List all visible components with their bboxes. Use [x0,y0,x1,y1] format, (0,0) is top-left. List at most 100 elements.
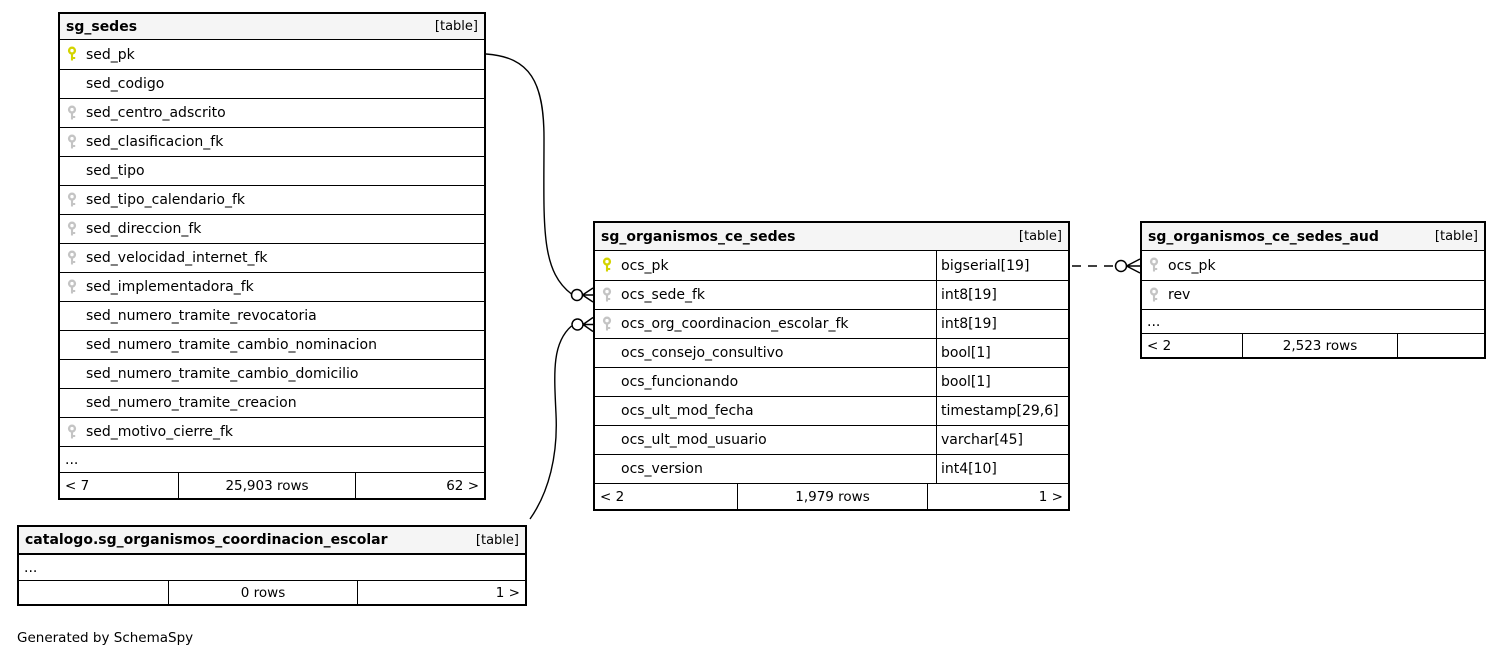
foreign-key-icon [64,133,86,151]
column-name: sed_velocidad_internet_fk [86,250,268,266]
column-name: rev [1168,287,1191,303]
column-name: ocs_version [621,461,703,477]
column-name: ocs_ult_mod_fecha [621,403,754,419]
foreign-key-icon [599,315,621,333]
foreign-key-icon [64,220,86,238]
footer-parents-count: 1 > [495,584,520,601]
column-name: sed_centro_adscrito [86,105,226,121]
column-name-cell: ocs_ult_mod_usuario [595,426,937,454]
foreign-key-icon [64,104,86,122]
table-node-sg-organismos-ce-sedes: sg_organismos_ce_sedes [table] ocs_pk bi… [593,221,1070,511]
column-name: ocs_pk [1168,257,1216,274]
table-title[interactable]: sg_sedes [66,18,138,35]
table-row: ocs_ult_mod_fecha timestamp[29,6] [595,396,1068,425]
column-name: ocs_consejo_consultivo [621,345,784,361]
column-name-cell: ocs_pk [595,251,937,280]
column-name-cell: ocs_funcionando [595,368,937,396]
relationship-line-coordinacion-escolar-to-ocs-fk [529,325,572,520]
foreign-key-icon [64,278,86,296]
table-row: sed_numero_tramite_creacion [60,388,484,417]
footer-children-count: < 2 [1147,337,1172,354]
footer-row-count: 1,979 rows [737,484,928,509]
table-row: ocs_org_coordinacion_escolar_fk int8[19] [595,309,1068,338]
table-row: sed_numero_tramite_cambio_domicilio [60,359,484,388]
footer-parents-count: 62 > [446,477,479,494]
column-name: sed_tipo [86,163,145,179]
table-header: catalogo.sg_organismos_coordinacion_esco… [19,527,525,554]
column-type: int4[10] [941,461,997,477]
column-type: timestamp[29,6] [941,403,1059,419]
column-type: varchar[45] [941,432,1023,448]
table-type-badge: [table] [1018,229,1062,244]
table-row: ocs_version int4[10] [595,454,1068,483]
table-header: sg_sedes [table] [60,14,484,40]
column-name: sed_direccion_fk [86,221,202,237]
column-name: sed_clasificacion_fk [86,134,224,150]
footer-row-count: 25,903 rows [178,473,356,498]
footer-children-count: < 2 [600,488,625,505]
column-name: ocs_org_coordinacion_escolar_fk [621,316,849,332]
column-type: int8[19] [941,316,997,332]
primary-key-icon [64,46,86,63]
column-name: ocs_funcionando [621,374,739,390]
ellipsis-row: ... [60,446,484,472]
column-name: sed_numero_tramite_cambio_nominacion [86,337,377,353]
column-name: sed_implementadora_fk [86,279,254,295]
crowfoot-aud-ocs-pk [1126,258,1141,274]
footer-parents-count: 1 > [1038,488,1063,505]
table-row: sed_tipo [60,156,484,185]
table-node-sg-organismos-ce-sedes-aud: sg_organismos_ce_sedes_aud [table] ocs_p… [1140,221,1486,359]
table-row: sed_motivo_cierre_fk [60,417,484,446]
table-title[interactable]: catalogo.sg_organismos_coordinacion_esco… [25,532,388,548]
footer-row-count: 2,523 rows [1242,334,1398,357]
column-name-cell: ocs_org_coordinacion_escolar_fk [595,310,937,338]
column-name-cell: ocs_version [595,455,937,483]
relationship-line-sed-pk-to-ocs-sede-fk [485,53,572,295]
column-name: sed_numero_tramite_creacion [86,395,297,411]
zero-or-one-marker [1114,259,1128,273]
table-row: ocs_ult_mod_usuario varchar[45] [595,425,1068,454]
table-header: sg_organismos_ce_sedes [table] [595,223,1068,251]
footer-children-count [19,581,168,604]
table-row: sed_implementadora_fk [60,272,484,301]
table-row: sed_pk [60,40,484,69]
table-row: ocs_consejo_consultivo bool[1] [595,338,1068,367]
table-footer: < 2 2,523 rows [1142,333,1484,357]
column-type: int8[19] [941,287,997,303]
table-row: sed_clasificacion_fk [60,127,484,156]
zero-or-one-marker [571,318,584,331]
table-header: sg_organismos_ce_sedes_aud [table] [1142,223,1484,251]
foreign-key-icon [599,286,621,304]
zero-or-one-marker [570,288,584,302]
table-row: sed_velocidad_internet_fk [60,243,484,272]
table-title[interactable]: sg_organismos_ce_sedes [601,228,796,245]
foreign-key-icon [1146,257,1168,274]
column-type: bool[1] [941,345,991,361]
column-name: sed_codigo [86,76,165,92]
column-name-cell: ocs_sede_fk [595,281,937,309]
column-name: sed_numero_tramite_cambio_domicilio [86,366,359,382]
footer-row-count: 0 rows [168,581,358,604]
table-type-badge: [table] [1434,229,1478,244]
table-row: ocs_sede_fk int8[19] [595,280,1068,309]
table-row: ocs_pk bigserial[19] [595,251,1068,280]
column-name: ocs_sede_fk [621,287,705,303]
table-footer: 0 rows 1 > [19,580,525,604]
footer-children-count: < 7 [65,477,90,494]
table-type-badge: [table] [434,19,478,34]
column-name-cell: ocs_consejo_consultivo [595,339,937,367]
column-name-cell: ocs_ult_mod_fecha [595,397,937,425]
column-name: sed_pk [86,46,135,63]
table-row: sed_centro_adscrito [60,98,484,127]
column-type: bigserial[19] [941,257,1030,274]
table-row: sed_numero_tramite_cambio_nominacion [60,330,484,359]
table-node-sg-sedes: sg_sedes [table] sed_pk sed_codigo sed_c… [58,12,486,500]
column-type: bool[1] [941,374,991,390]
column-name: sed_tipo_calendario_fk [86,192,245,208]
ellipsis-row: ... [1142,309,1484,333]
table-title[interactable]: sg_organismos_ce_sedes_aud [1148,228,1379,245]
foreign-key-icon [64,423,86,441]
table-row: sed_numero_tramite_revocatoria [60,301,484,330]
